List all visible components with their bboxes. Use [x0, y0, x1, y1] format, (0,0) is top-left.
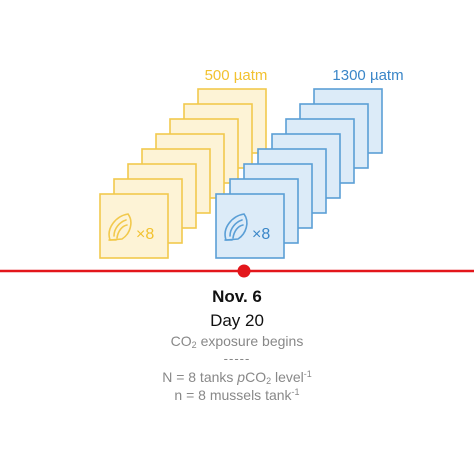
front-tank	[215, 193, 285, 259]
caption-separator: -----	[223, 351, 251, 366]
mussel-count-label: ×8	[136, 226, 154, 243]
mussel-icon	[224, 213, 248, 241]
high-co2-tank-stack: ×8	[215, 88, 383, 259]
front-tank	[99, 193, 169, 259]
tank-count-note: N = 8 tanks pCO2 level-1	[162, 369, 312, 386]
event-date: Nov. 6	[212, 287, 262, 306]
event-description: CO2 exposure begins	[170, 333, 304, 350]
event-day: Day 20	[210, 311, 264, 330]
low-co2-tank-stack: ×8	[99, 88, 267, 259]
mussel-count-label: ×8	[252, 226, 270, 243]
low-co2-level-label: 500 µatm	[205, 67, 268, 84]
high-co2-level-label: 1300 µatm	[332, 67, 403, 84]
mussel-icon	[108, 213, 132, 241]
event-dot	[237, 264, 251, 278]
mussel-count-note: n = 8 mussels tank-1	[174, 387, 300, 403]
